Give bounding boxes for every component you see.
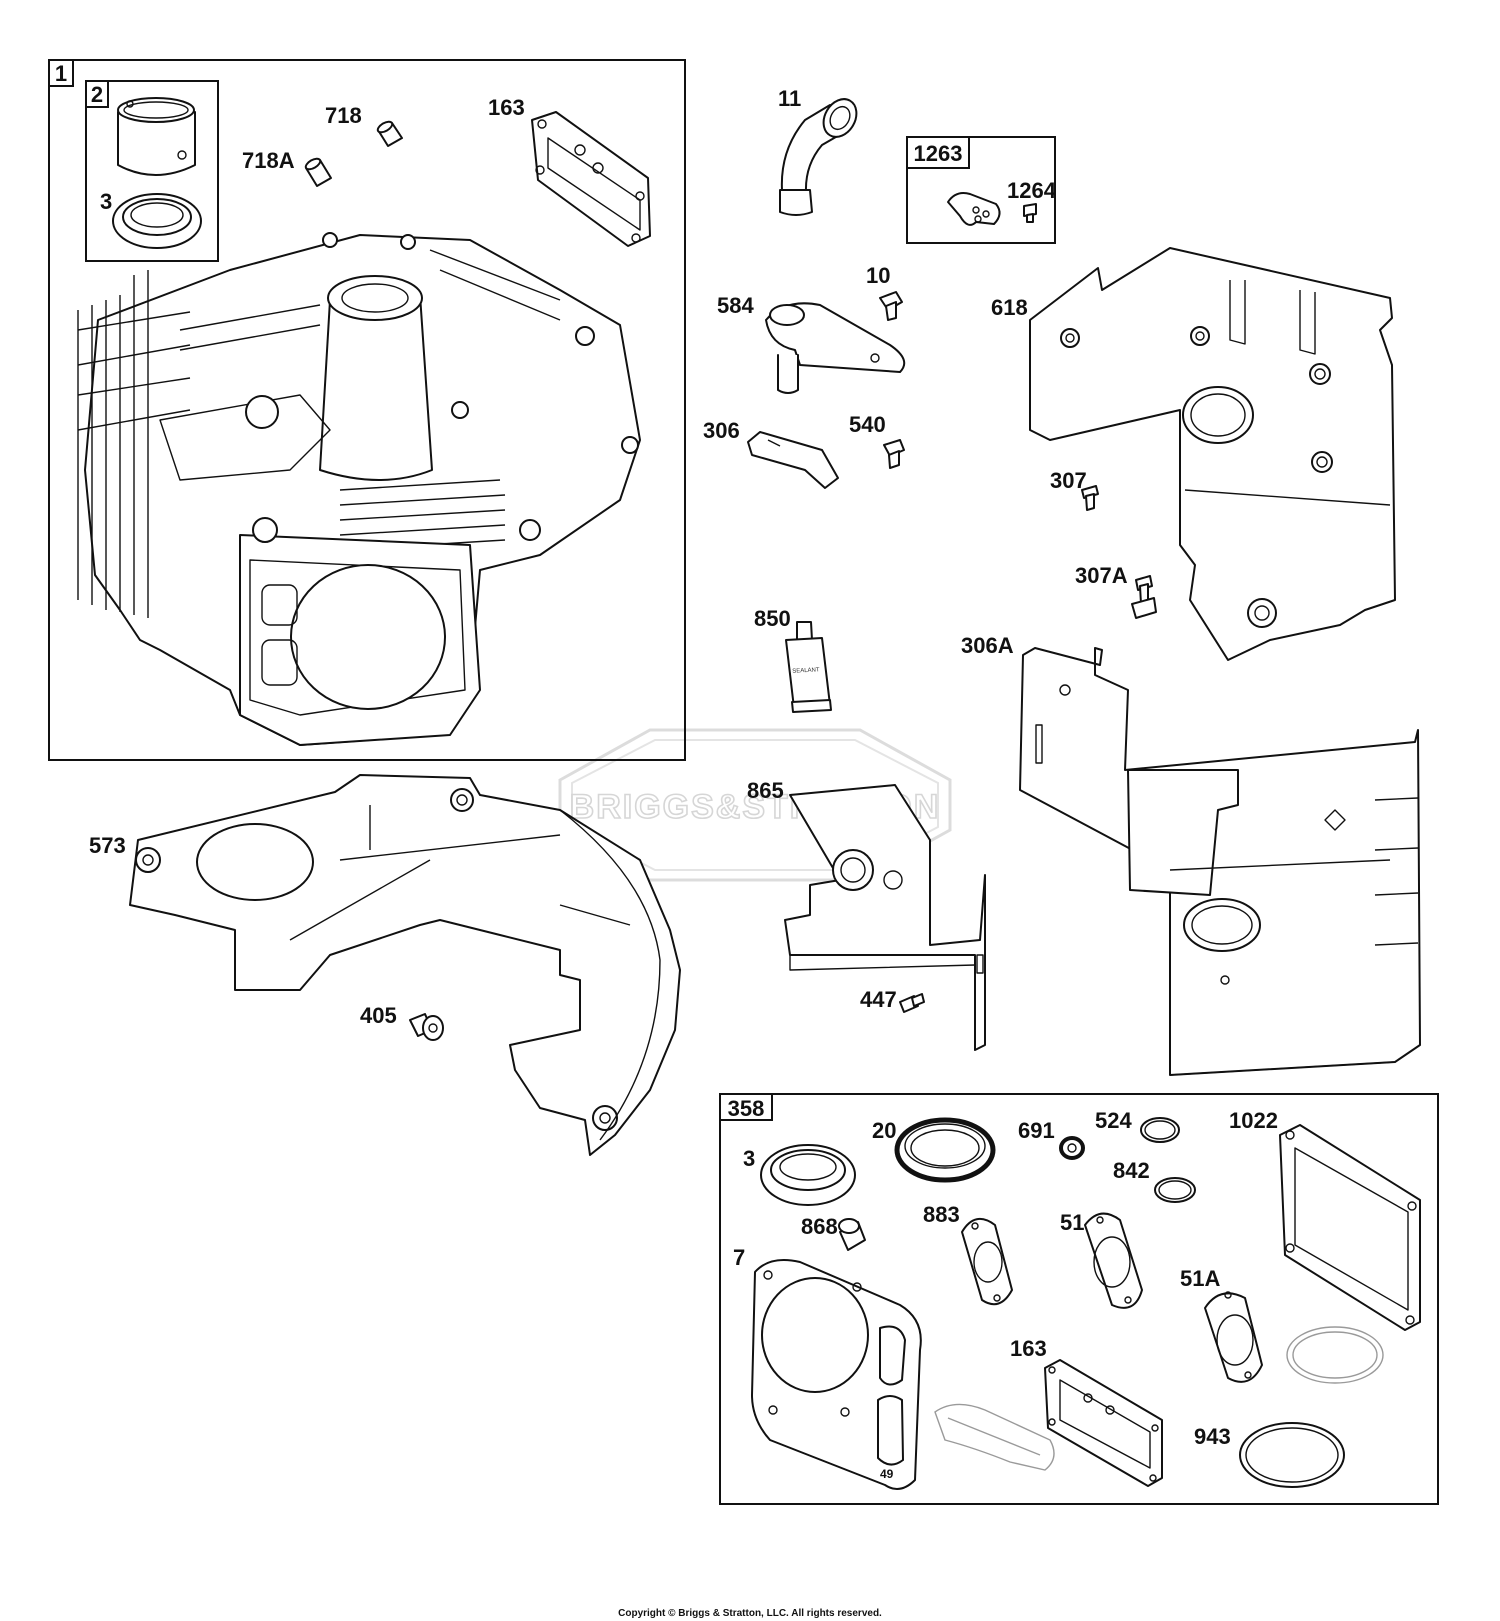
gasket-1022-drawing [1279, 1124, 1421, 1331]
tube-label: SEALANT [792, 667, 820, 674]
oring-842-drawing [1154, 1177, 1196, 1203]
part-label-51: 51 [1060, 1210, 1084, 1235]
ring-943-drawing [1239, 1422, 1345, 1488]
part-label-3: 3 [100, 189, 112, 214]
seal-20-drawing [894, 1117, 996, 1183]
bracket-540-drawing [747, 431, 839, 489]
pin-718a-drawing [304, 157, 332, 187]
tube-11-drawing [779, 98, 858, 216]
part-label-306a: 306A [961, 633, 1014, 658]
bracket-1264-drawing [947, 192, 1001, 226]
seal-3-drawing [760, 1144, 856, 1206]
part-label-883: 883 [923, 1202, 960, 1227]
gasket-163-set-drawing [1044, 1359, 1163, 1487]
engine-block-drawing [77, 232, 641, 746]
bolt-447-drawing [899, 993, 925, 1013]
part-label-20: 20 [872, 1118, 896, 1143]
gasket-51-drawing [1084, 1212, 1143, 1309]
box-label-358: 358 [728, 1096, 765, 1121]
shroud-306a-drawing [1019, 647, 1421, 1076]
head-gasket-mark: 49 [880, 1467, 894, 1481]
gasket-883-drawing [961, 1217, 1013, 1306]
bolt-307a-drawing [1131, 575, 1157, 619]
bushing-drawing [117, 97, 196, 176]
bracket-584-drawing [765, 302, 906, 394]
part-label-3-set: 3 [743, 1146, 755, 1171]
part-label-573: 573 [89, 833, 126, 858]
shroud-306-drawing [1029, 247, 1396, 661]
part-label-10: 10 [866, 263, 890, 288]
screw-405-drawing [409, 1013, 444, 1041]
part-label-1022: 1022 [1229, 1108, 1278, 1133]
part-label-868: 868 [801, 1214, 838, 1239]
part-label-1264: 1264 [1007, 178, 1057, 203]
screw-307-drawing [1081, 485, 1099, 511]
box-358-gasket-set: 358 3 20 691 524 [719, 1093, 1439, 1505]
part-label-943: 943 [1194, 1424, 1231, 1449]
part-label-618: 540 [849, 412, 886, 437]
pin-718-drawing [376, 120, 403, 147]
part-label-584: 584 [717, 293, 754, 318]
part-label-163-top: 163 [488, 95, 525, 120]
part-label-163-set: 163 [1010, 1336, 1047, 1361]
part-label-842: 842 [1113, 1158, 1150, 1183]
screw-1264-drawing [1023, 203, 1037, 223]
part-label-718: 718 [325, 103, 362, 128]
copyright-notice: Copyright © Briggs & Stratton, LLC. All … [618, 1608, 882, 1619]
gasket-51a-drawing [1204, 1291, 1263, 1383]
box-1-cylinder-block: 1 2 3 718 [48, 59, 686, 761]
part-label-691: 691 [1018, 1118, 1055, 1143]
part-label-11: 11 [778, 86, 801, 111]
gasket-163-drawing [531, 111, 651, 247]
part-label-540: 306 [703, 418, 740, 443]
part-label-718a: 718A [242, 148, 295, 173]
part-label-307: 307 [1050, 468, 1087, 493]
baffle-573-drawing [129, 774, 681, 1156]
sealant-tube-850-drawing: SEALANT [785, 621, 832, 713]
seal-drawing [112, 193, 202, 249]
part-label-306: 618 [991, 295, 1028, 320]
ghost-gasket-right-drawing [1286, 1326, 1384, 1384]
part-label-524: 524 [1095, 1108, 1132, 1133]
bolt-618-drawing [883, 439, 905, 469]
part-label-865: 865 [747, 778, 784, 803]
box-1263-bracket-kit: 1263 1264 [906, 136, 1057, 244]
part-label-7: 7 [733, 1245, 745, 1270]
shroud-865-drawing [784, 784, 986, 1051]
part-label-307a: 307A [1075, 563, 1128, 588]
box-label-1263: 1263 [914, 141, 963, 166]
part-label-850: 850 [754, 606, 791, 631]
box-2-bushing-set: 2 3 [85, 80, 219, 262]
part-label-51a: 51A [1180, 1266, 1220, 1291]
part-label-405: 405 [360, 1003, 397, 1028]
ghost-gasket-left-drawing [934, 1403, 1055, 1471]
head-gasket-7-drawing: 49 [751, 1259, 922, 1490]
oring-524-drawing [1140, 1117, 1180, 1143]
seal-691-drawing [1059, 1136, 1085, 1160]
box-label-1: 1 [55, 61, 67, 86]
seal-868-drawing [838, 1218, 866, 1251]
bolt-10-drawing [879, 291, 903, 321]
part-label-447: 447 [860, 987, 897, 1012]
box-label-2: 2 [91, 82, 103, 107]
